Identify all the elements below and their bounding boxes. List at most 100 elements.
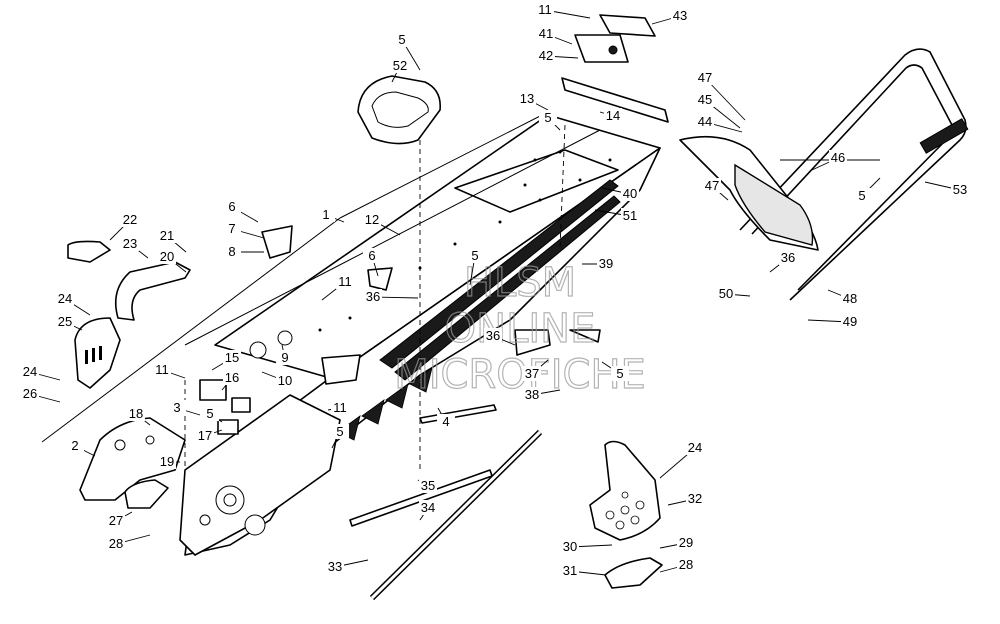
callout-label: 3 bbox=[173, 400, 180, 415]
callout-45: 45 bbox=[696, 92, 741, 129]
callout-13: 13 bbox=[518, 91, 549, 111]
callout-label: 23 bbox=[123, 236, 137, 251]
callout-7: 7 bbox=[223, 221, 265, 239]
callout-4: 4 bbox=[437, 407, 455, 429]
callout-40: 40 bbox=[601, 186, 639, 201]
callout-53: 53 bbox=[924, 181, 969, 197]
callout-label-background bbox=[703, 178, 721, 193]
callout-label: 28 bbox=[679, 557, 693, 572]
callout-label-background bbox=[561, 539, 579, 554]
callout-6: 6 bbox=[363, 248, 381, 277]
hitch-bracket bbox=[561, 14, 669, 123]
callout-label-background bbox=[331, 400, 349, 415]
callout-label: 17 bbox=[198, 428, 212, 443]
callout-43: 43 bbox=[651, 8, 689, 25]
callout-label-background bbox=[696, 92, 714, 107]
callout-label: 41 bbox=[539, 26, 553, 41]
callout-label-background bbox=[21, 364, 39, 379]
callout-label: 13 bbox=[520, 91, 534, 106]
callout-label-background bbox=[853, 188, 871, 203]
callout-24: 24 bbox=[659, 440, 704, 479]
callout-label: 42 bbox=[539, 48, 553, 63]
callout-26: 26 bbox=[21, 386, 61, 403]
callout-label: 22 bbox=[123, 212, 137, 227]
callout-label: 43 bbox=[673, 8, 687, 23]
callout-49: 49 bbox=[807, 314, 859, 329]
callout-2: 2 bbox=[66, 438, 96, 457]
handle-assembly bbox=[67, 240, 191, 389]
callout-label: 29 bbox=[679, 535, 693, 550]
callout-label: 51 bbox=[623, 208, 637, 223]
callout-label-background bbox=[621, 186, 639, 201]
callout-label-background bbox=[537, 48, 555, 63]
watermark-line1: HLSM bbox=[464, 260, 576, 306]
watermark-line2: ONLINE bbox=[445, 306, 596, 352]
small-brackets bbox=[199, 225, 601, 435]
callout-label: 47 bbox=[698, 70, 712, 85]
callout-label-background bbox=[223, 199, 241, 214]
callout-28: 28 bbox=[107, 534, 151, 551]
callout-label-background bbox=[484, 328, 502, 343]
callout-label-background bbox=[317, 207, 335, 222]
callout-18: 18 bbox=[127, 406, 151, 426]
callout-20: 20 bbox=[158, 249, 187, 273]
callout-label-background bbox=[158, 228, 176, 243]
running-board bbox=[124, 440, 663, 589]
callout-11: 11 bbox=[327, 400, 349, 415]
callout-label: 20 bbox=[160, 249, 174, 264]
callout-9: 9 bbox=[276, 344, 294, 365]
callout-label: 11 bbox=[538, 2, 552, 17]
callout-50: 50 bbox=[717, 286, 751, 301]
callout-label: 8 bbox=[228, 244, 235, 259]
callout-42: 42 bbox=[537, 48, 579, 63]
callout-label: 1 bbox=[322, 207, 329, 222]
callout-label: 11 bbox=[333, 400, 347, 415]
callout-label: 52 bbox=[393, 58, 407, 73]
callout-label: 30 bbox=[563, 539, 577, 554]
callout-22: 22 bbox=[109, 212, 139, 241]
callout-39: 39 bbox=[582, 256, 615, 271]
callout-label-background bbox=[561, 563, 579, 578]
callout-label-background bbox=[829, 150, 847, 165]
callout-label-background bbox=[677, 535, 695, 550]
callout-5: 5 bbox=[601, 361, 629, 381]
callout-label-background bbox=[21, 386, 39, 401]
callout-46: 46 bbox=[811, 150, 847, 171]
callout-label-background bbox=[364, 289, 382, 304]
callout-38: 38 bbox=[523, 387, 561, 402]
callout-label: 12 bbox=[365, 212, 379, 227]
rear-bumper bbox=[739, 48, 969, 301]
callout-label: 36 bbox=[366, 289, 380, 304]
callout-label: 11 bbox=[338, 274, 352, 289]
callout-47: 47 bbox=[703, 178, 729, 201]
callout-label-background bbox=[677, 557, 695, 572]
callout-label-background bbox=[717, 286, 735, 301]
callout-label: 7 bbox=[228, 221, 235, 236]
callout-label-background bbox=[201, 406, 219, 421]
callout-44: 44 bbox=[696, 114, 743, 133]
callout-label: 37 bbox=[525, 366, 539, 381]
callout-label-background bbox=[523, 366, 541, 381]
callout-label-background bbox=[56, 314, 74, 329]
callout-19: 19 bbox=[158, 454, 180, 469]
callout-17: 17 bbox=[196, 428, 223, 443]
watermark: HLSM ONLINE MICROFICHE bbox=[394, 259, 647, 398]
callout-label-background bbox=[363, 248, 381, 263]
callout-47: 47 bbox=[696, 70, 746, 121]
callout-28: 28 bbox=[659, 557, 695, 573]
callout-label: 5 bbox=[336, 424, 343, 439]
callout-label: 14 bbox=[606, 108, 620, 123]
callout-label: 5 bbox=[206, 406, 213, 421]
callout-label-background bbox=[391, 58, 409, 73]
callout-label: 15 bbox=[225, 350, 239, 365]
callout-label-background bbox=[121, 212, 139, 227]
callout-label: 47 bbox=[705, 178, 719, 193]
callout-label-background bbox=[107, 513, 125, 528]
callout-label-background bbox=[107, 536, 125, 551]
callout-label-background bbox=[696, 70, 714, 85]
callout-label: 28 bbox=[109, 536, 123, 551]
watermark-line3: MICROFICHE bbox=[394, 352, 646, 398]
callout-label: 35 bbox=[421, 478, 435, 493]
